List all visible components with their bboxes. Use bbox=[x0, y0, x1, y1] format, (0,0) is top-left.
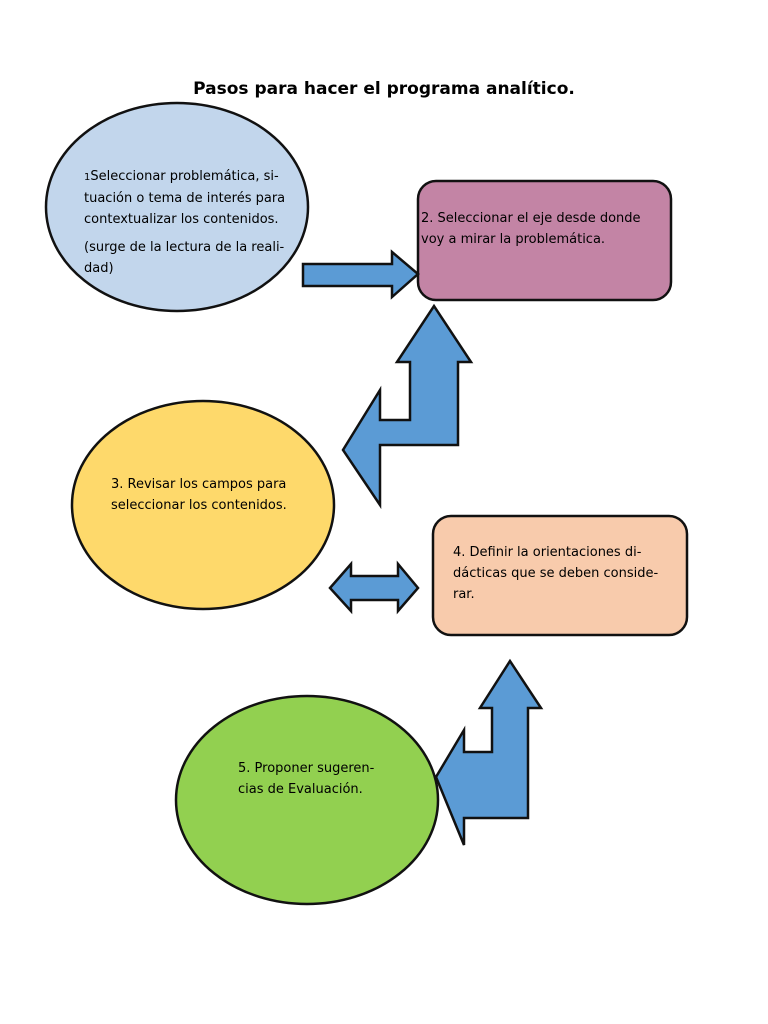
step-3-ellipse bbox=[70, 399, 336, 611]
step-2-text: 2. Seleccionar el eje desde donde voy a … bbox=[421, 208, 641, 250]
bent-up-arrow-3-to-2 bbox=[341, 303, 474, 510]
left-right-arrow-3-4 bbox=[328, 560, 420, 615]
step-3-text: 3. Revisar los campos para seleccionar l… bbox=[111, 474, 287, 516]
step-1-ellipse bbox=[44, 101, 310, 313]
step-1-line-1: 1Seleccionar problemática, si- bbox=[84, 169, 279, 184]
step-5-line-1: 5. Proponer sugeren- bbox=[238, 761, 375, 776]
step-4-text: 4. Definir la orientaciones di- dácticas… bbox=[453, 542, 658, 605]
step-1-text: 1Seleccionar problemática, si- tuación o… bbox=[84, 166, 285, 230]
step-1-number: 1 bbox=[84, 172, 91, 183]
step-2-line-1: 2. Seleccionar el eje desde donde bbox=[421, 211, 641, 226]
step-2-box bbox=[416, 179, 673, 302]
step-1-line-3: contextualizar los contenidos. bbox=[84, 212, 279, 227]
step-4-line-2: dácticas que se deben conside- bbox=[453, 566, 659, 581]
step-1-note-line-1: (surge de la lectura de la reali- bbox=[84, 240, 285, 255]
step-3-line-2: seleccionar los contenidos. bbox=[111, 498, 287, 513]
page-title: Pasos para hacer el programa analítico. bbox=[193, 79, 575, 99]
step-1-note: (surge de la lectura de la reali- dad) bbox=[84, 237, 284, 279]
step-5-ellipse bbox=[174, 694, 440, 906]
step-5-line-2: cias de Evaluación. bbox=[238, 782, 363, 797]
step-5-text: 5. Proponer sugeren- cias de Evaluación. bbox=[238, 758, 374, 800]
step-3-line-1: 3. Revisar los campos para bbox=[111, 477, 287, 492]
step-1-line-2: tuación o tema de interés para bbox=[84, 191, 286, 206]
step-1-note-line-2: dad) bbox=[84, 261, 114, 276]
step-4-line-3: rar. bbox=[453, 587, 475, 602]
step-4-line-1: 4. Definir la orientaciones di- bbox=[453, 545, 642, 560]
bent-up-arrow-5-to-4 bbox=[434, 658, 544, 846]
step-4-box bbox=[431, 514, 689, 637]
step-2-line-2: voy a mirar la problemática. bbox=[421, 232, 606, 247]
right-arrow-1-to-2 bbox=[301, 249, 420, 300]
